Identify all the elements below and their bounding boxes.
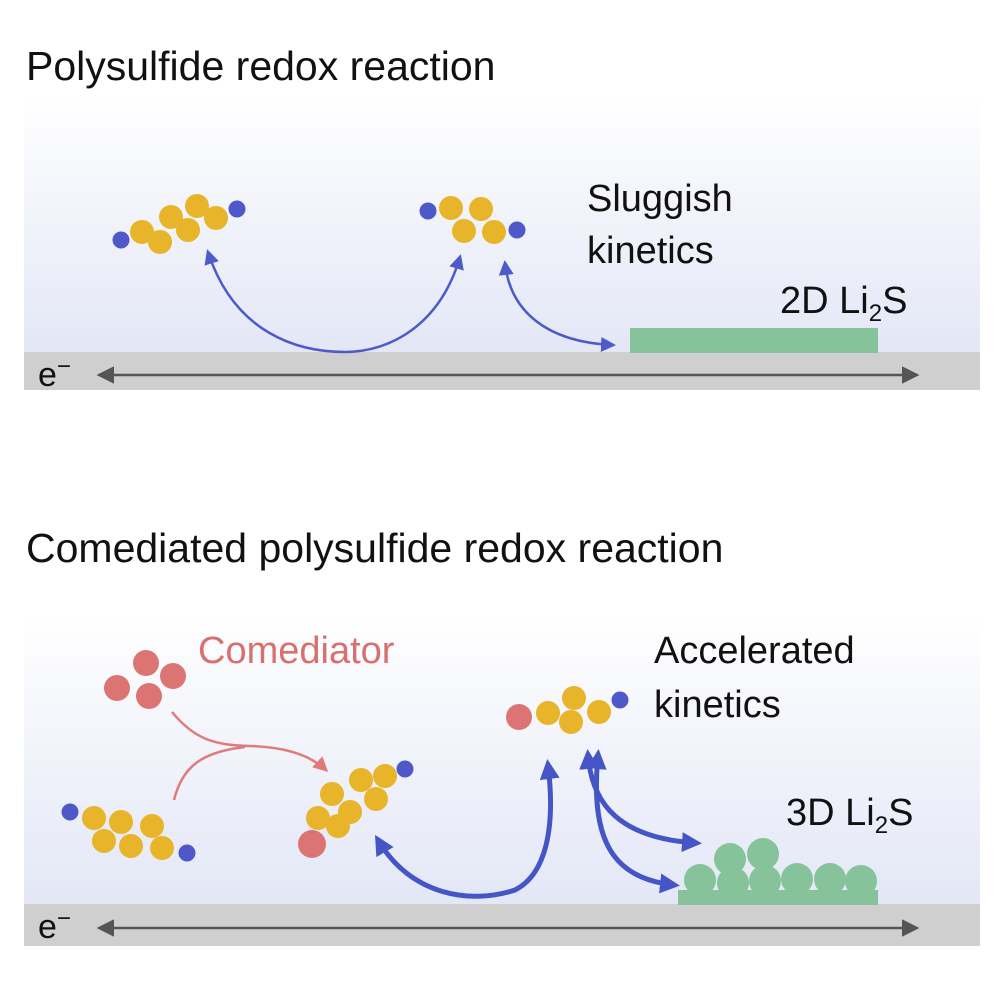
kinetics-label-top-second: kinetics (587, 232, 714, 270)
electron-charge-top: − (56, 353, 71, 380)
kinetics-label-top-line2: kinetics (587, 230, 714, 272)
polysulfide-molecule-bottom-left (61, 803, 196, 862)
polysulfide-molecule-top-middle (419, 196, 526, 244)
product-label-3d-suffix: S (888, 792, 914, 834)
kinetics-label-bottom-second: kinetics (654, 686, 781, 724)
electron-label-top: e− (38, 355, 71, 394)
electrode-bottom (24, 904, 980, 946)
electron-symbol-bottom: e (38, 908, 57, 946)
panel-title-bottom: Comediated polysulfide redox reaction (26, 525, 724, 571)
polysulfide-molecule-bottom-right (506, 686, 629, 734)
electron-symbol-top: e (38, 356, 57, 394)
product-label-3d-subscript: 2 (874, 812, 889, 839)
li2s-3d-particles (678, 838, 878, 905)
kinetics-label-bottom-line1: Accelerated (654, 630, 855, 672)
redox-arrow-top-b-film (498, 260, 616, 352)
panel-title-top: Polysulfide redox reaction (26, 43, 496, 89)
comediator-arrow (171, 711, 329, 773)
comediator-molecules (104, 650, 186, 709)
redox-arrow-bottom-right-particles-lower (586, 749, 680, 894)
product-label-3d: 3D Li2S (786, 792, 914, 838)
kinetics-label-top: Sluggish (587, 180, 733, 218)
polysulfide-molecule-top-left (112, 194, 246, 254)
redox-arrow-bottom-middle-right (374, 759, 560, 899)
electron-label-bottom: e− (38, 907, 71, 946)
kinetics-label-bottom-line2: kinetics (654, 684, 781, 726)
kinetics-label-top-line1: Sluggish (587, 178, 733, 220)
redox-arrow-top-a-b (204, 249, 464, 354)
electron-charge-bottom: − (56, 905, 71, 932)
product-label-2d: 2D Li2S (780, 280, 908, 326)
product-label-2d-suffix: S (882, 280, 908, 322)
comediator-join-curve (172, 745, 246, 801)
li2s-2d-film (630, 328, 878, 353)
kinetics-label-bottom: Accelerated (654, 632, 855, 670)
product-label-2d-prefix: 2D Li (780, 280, 869, 322)
product-label-3d-prefix: 3D Li (786, 792, 875, 834)
electrode-top (24, 352, 980, 390)
comediator-label: Comediator (198, 630, 395, 672)
product-label-2d-subscript: 2 (868, 300, 883, 327)
